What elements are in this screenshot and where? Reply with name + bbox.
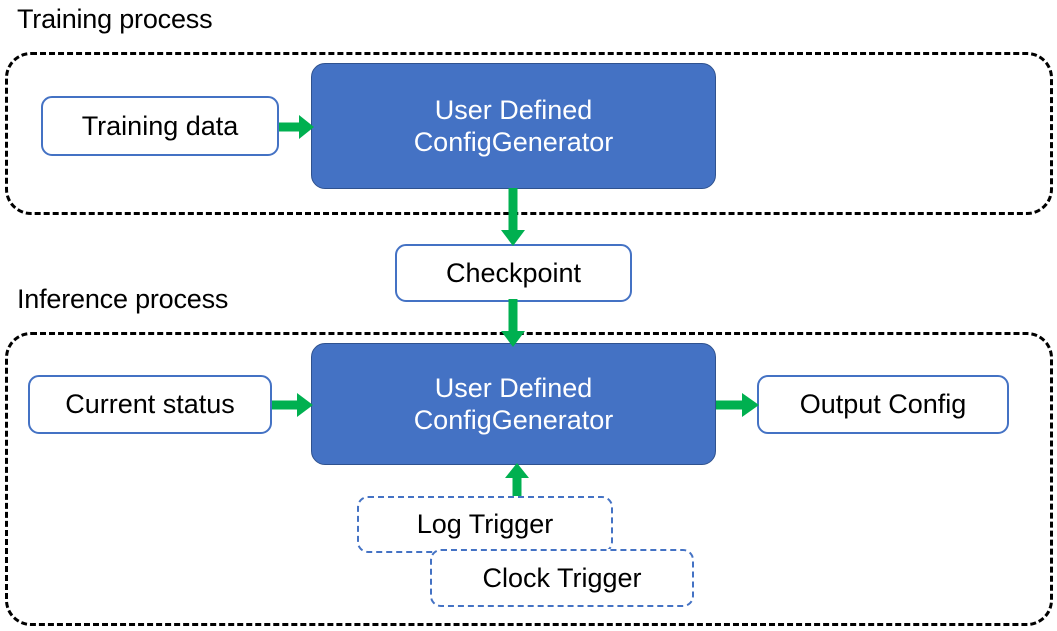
node-clock-trigger[interactable]: Clock Trigger [430, 549, 694, 607]
node-inference-generator-label: User Defined ConfigGenerator [414, 372, 614, 437]
inference-process-group [5, 332, 1053, 626]
inference-process-title: Inference process [17, 284, 229, 314]
node-current-status-label: Current status [65, 389, 235, 420]
node-checkpoint[interactable]: Checkpoint [395, 244, 632, 302]
training-process-title: Training process [17, 4, 213, 34]
node-training-generator-label-line2: ConfigGenerator [413, 127, 614, 157]
node-checkpoint-label: Checkpoint [445, 257, 582, 288]
node-log-trigger[interactable]: Log Trigger [357, 496, 613, 553]
training-process-group [5, 52, 1053, 215]
arrow-training-data-to-generator [279, 112, 315, 142]
node-clock-trigger-label: Clock Trigger [482, 562, 642, 593]
node-output-config-label: Output Config [799, 389, 967, 420]
node-inference-user-defined-configgenerator[interactable]: User Defined ConfigGenerator [311, 343, 716, 465]
arrow-infer-generator-to-output-config [716, 390, 760, 420]
node-inference-generator-label-line1: User Defined [434, 372, 593, 403]
arrow-train-generator-to-checkpoint [498, 188, 528, 248]
arrow-checkpoint-to-infer-generator [498, 299, 528, 349]
node-log-trigger-label: Log Trigger [416, 509, 554, 540]
arrow-current-status-to-infer-generator [272, 390, 314, 420]
node-training-generator-label-line1: User Defined [434, 94, 593, 125]
node-training-generator-label: User Defined ConfigGenerator [414, 94, 614, 159]
node-current-status[interactable]: Current status [28, 375, 272, 434]
node-training-data-label: Training data [81, 110, 239, 141]
node-training-data[interactable]: Training data [41, 96, 279, 156]
node-output-config[interactable]: Output Config [757, 375, 1009, 434]
node-inference-generator-label-line2: ConfigGenerator [413, 405, 614, 435]
node-training-user-defined-configgenerator[interactable]: User Defined ConfigGenerator [311, 63, 716, 189]
